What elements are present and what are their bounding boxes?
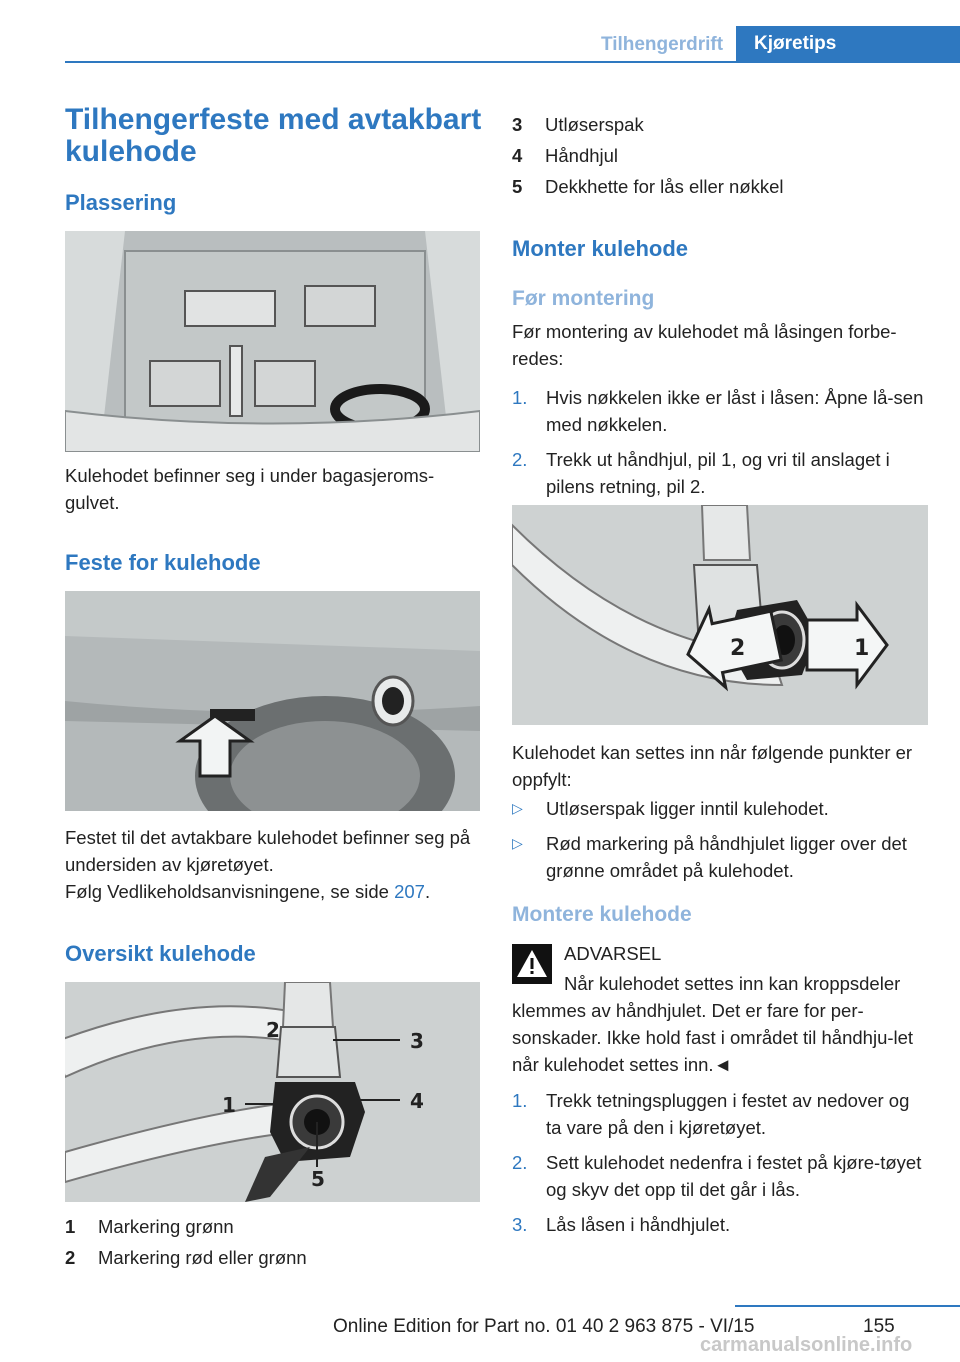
tab-tilhengerdrift[interactable]: Tilhengerdrift [600, 34, 724, 55]
condition-text: Rød markering på håndhjulet ligger over … [546, 833, 907, 881]
list-item: ▷ Utløserspak ligger inntil kulehodet. [512, 795, 928, 822]
step-number: 2. [512, 1152, 528, 1173]
tab-kjoretips[interactable]: Kjøretips [736, 26, 960, 63]
legend-text: Markering rød eller grønn [98, 1247, 307, 1268]
watermark: carmanualsonline.info [700, 1334, 913, 1356]
heading-montere: Montere kulehode [512, 903, 692, 926]
heading-oversikt: Oversikt kulehode [65, 941, 256, 966]
legend-text: Utløserspak [545, 114, 644, 135]
footer-rule [735, 1305, 960, 1307]
legend-num: 4 [512, 145, 523, 166]
legend-text: Dekkhette for lås eller nøkkel [545, 176, 784, 197]
tow-bar-mount-figure [65, 591, 480, 811]
list-item: 1. Hvis nøkkelen ikke er låst i låsen: Åp… [512, 384, 928, 438]
legend-text: Håndhjul [545, 145, 619, 166]
legend-text: Markering grønn [98, 1216, 234, 1237]
warning-first-line: Når kulehodet settes inn kan kroppsdeler [564, 973, 901, 994]
legend-num: 2 [65, 1247, 76, 1268]
legend-item: 5 Dekkhette for lås eller nøkkel [512, 171, 928, 202]
feste-text: Festet til det avtakbare kulehodet befin… [65, 827, 471, 875]
step-number: 1. [512, 387, 528, 408]
callout-1: 1 [222, 1093, 236, 1117]
step-text: Sett kulehodet nedenfra i festet på kjør… [546, 1152, 922, 1200]
list-item: 3. Lås låsen i håndhjulet. [512, 1211, 928, 1238]
steps-mounting: 1. Trekk tetningspluggen i festet av nedo… [512, 1087, 928, 1246]
step-text: Lås låsen i håndhjulet. [546, 1214, 731, 1235]
legend-item: 4 Håndhjul [512, 140, 928, 171]
page-title: Tilhengerfeste med avtakbart kulehode [65, 103, 482, 168]
folg-text: Følg Vedlikeholdsanvisningene, se side 2… [65, 878, 480, 905]
page-number: 155 [863, 1316, 895, 1337]
legend-left: 1 Markering grønn 2 Markering rød eller gr… [65, 1211, 480, 1273]
steps-before-mounting: 1. Hvis nøkkelen ikke er låst i låsen: Åp… [512, 384, 928, 508]
triangle-bullet-icon: ▷ [512, 835, 523, 851]
legend-num: 5 [512, 176, 523, 197]
folg-text-end: . [424, 881, 431, 902]
footer-edition: Online Edition for Part no. 01 40 2 963 … [333, 1316, 755, 1337]
handwheel-figure: 2 1 [512, 505, 928, 725]
folg-text-label: Følg Vedlikeholdsanvisningene, se side [65, 881, 389, 902]
warning-triangle-icon [512, 944, 552, 984]
condition-text: Utløserspak ligger inntil kulehodet. [546, 798, 829, 819]
page-link-207[interactable]: 207 [394, 881, 425, 902]
list-item: 1. Trekk tetningspluggen i festet av nedo… [512, 1087, 928, 1141]
legend-right: 3 Utløserspak 4 Håndhjul 5 Dekkhette for lå… [512, 109, 928, 202]
step-number: 2. [512, 449, 528, 470]
heading-feste: Feste for kulehode [65, 550, 261, 575]
tab-kjoretips-label: Kjøretips [754, 33, 837, 54]
conditions-list: ▷ Utløserspak ligger inntil kulehodet. ▷ R… [512, 795, 928, 892]
heading-monter: Monter kulehode [512, 236, 689, 261]
callout-5: 5 [311, 1167, 325, 1191]
callout-4: 4 [410, 1089, 424, 1113]
list-item: 2. Sett kulehodet nedenfra i festet på kj… [512, 1149, 928, 1203]
legend-item: 2 Markering rød eller grønn [65, 1242, 480, 1273]
triangle-bullet-icon: ▷ [512, 800, 523, 816]
step-text: Trekk tetningspluggen i festet av nedove… [546, 1090, 910, 1138]
legend-num: 1 [65, 1216, 76, 1237]
heading-plassering: Plassering [65, 190, 177, 215]
conditions-intro: Kulehodet kan settes inn når følgende pu… [512, 742, 913, 790]
list-item: 2. Trekk ut håndhjul, pil 1, og vri til a… [512, 446, 928, 500]
legend-item: 1 Markering grønn [65, 1211, 480, 1242]
header-rule [65, 61, 960, 63]
callout-3: 3 [410, 1029, 424, 1053]
step-text: Trekk ut håndhjul, pil 1, og vri til ans… [546, 449, 890, 497]
step-text: Hvis nøkkelen ikke er låst i låsen: Åpne… [546, 387, 924, 435]
for-montering-text: Før montering av kulehodet må låsingen f… [512, 321, 897, 369]
callout-2: 2 [266, 1018, 280, 1042]
arrow-label-2: 2 [730, 636, 745, 661]
step-number: 3. [512, 1214, 528, 1235]
ball-head-overview-figure: 2 3 4 1 5 [65, 982, 480, 1202]
heading-for-montering: Før montering [512, 287, 655, 310]
legend-num: 3 [512, 114, 523, 135]
warning-text: klemmes av håndhjulet. Det er fare for p… [512, 1000, 914, 1075]
list-item: ▷ Rød markering på håndhjulet ligger over… [512, 830, 928, 884]
arrow-label-1: 1 [854, 636, 869, 661]
warning-title: ADVARSEL [564, 943, 662, 964]
trunk-floor-figure [65, 231, 480, 452]
legend-item: 3 Utløserspak [512, 109, 928, 140]
step-number: 1. [512, 1090, 528, 1111]
plassering-text: Kulehodet befinner seg i under bagasjero… [65, 465, 435, 513]
